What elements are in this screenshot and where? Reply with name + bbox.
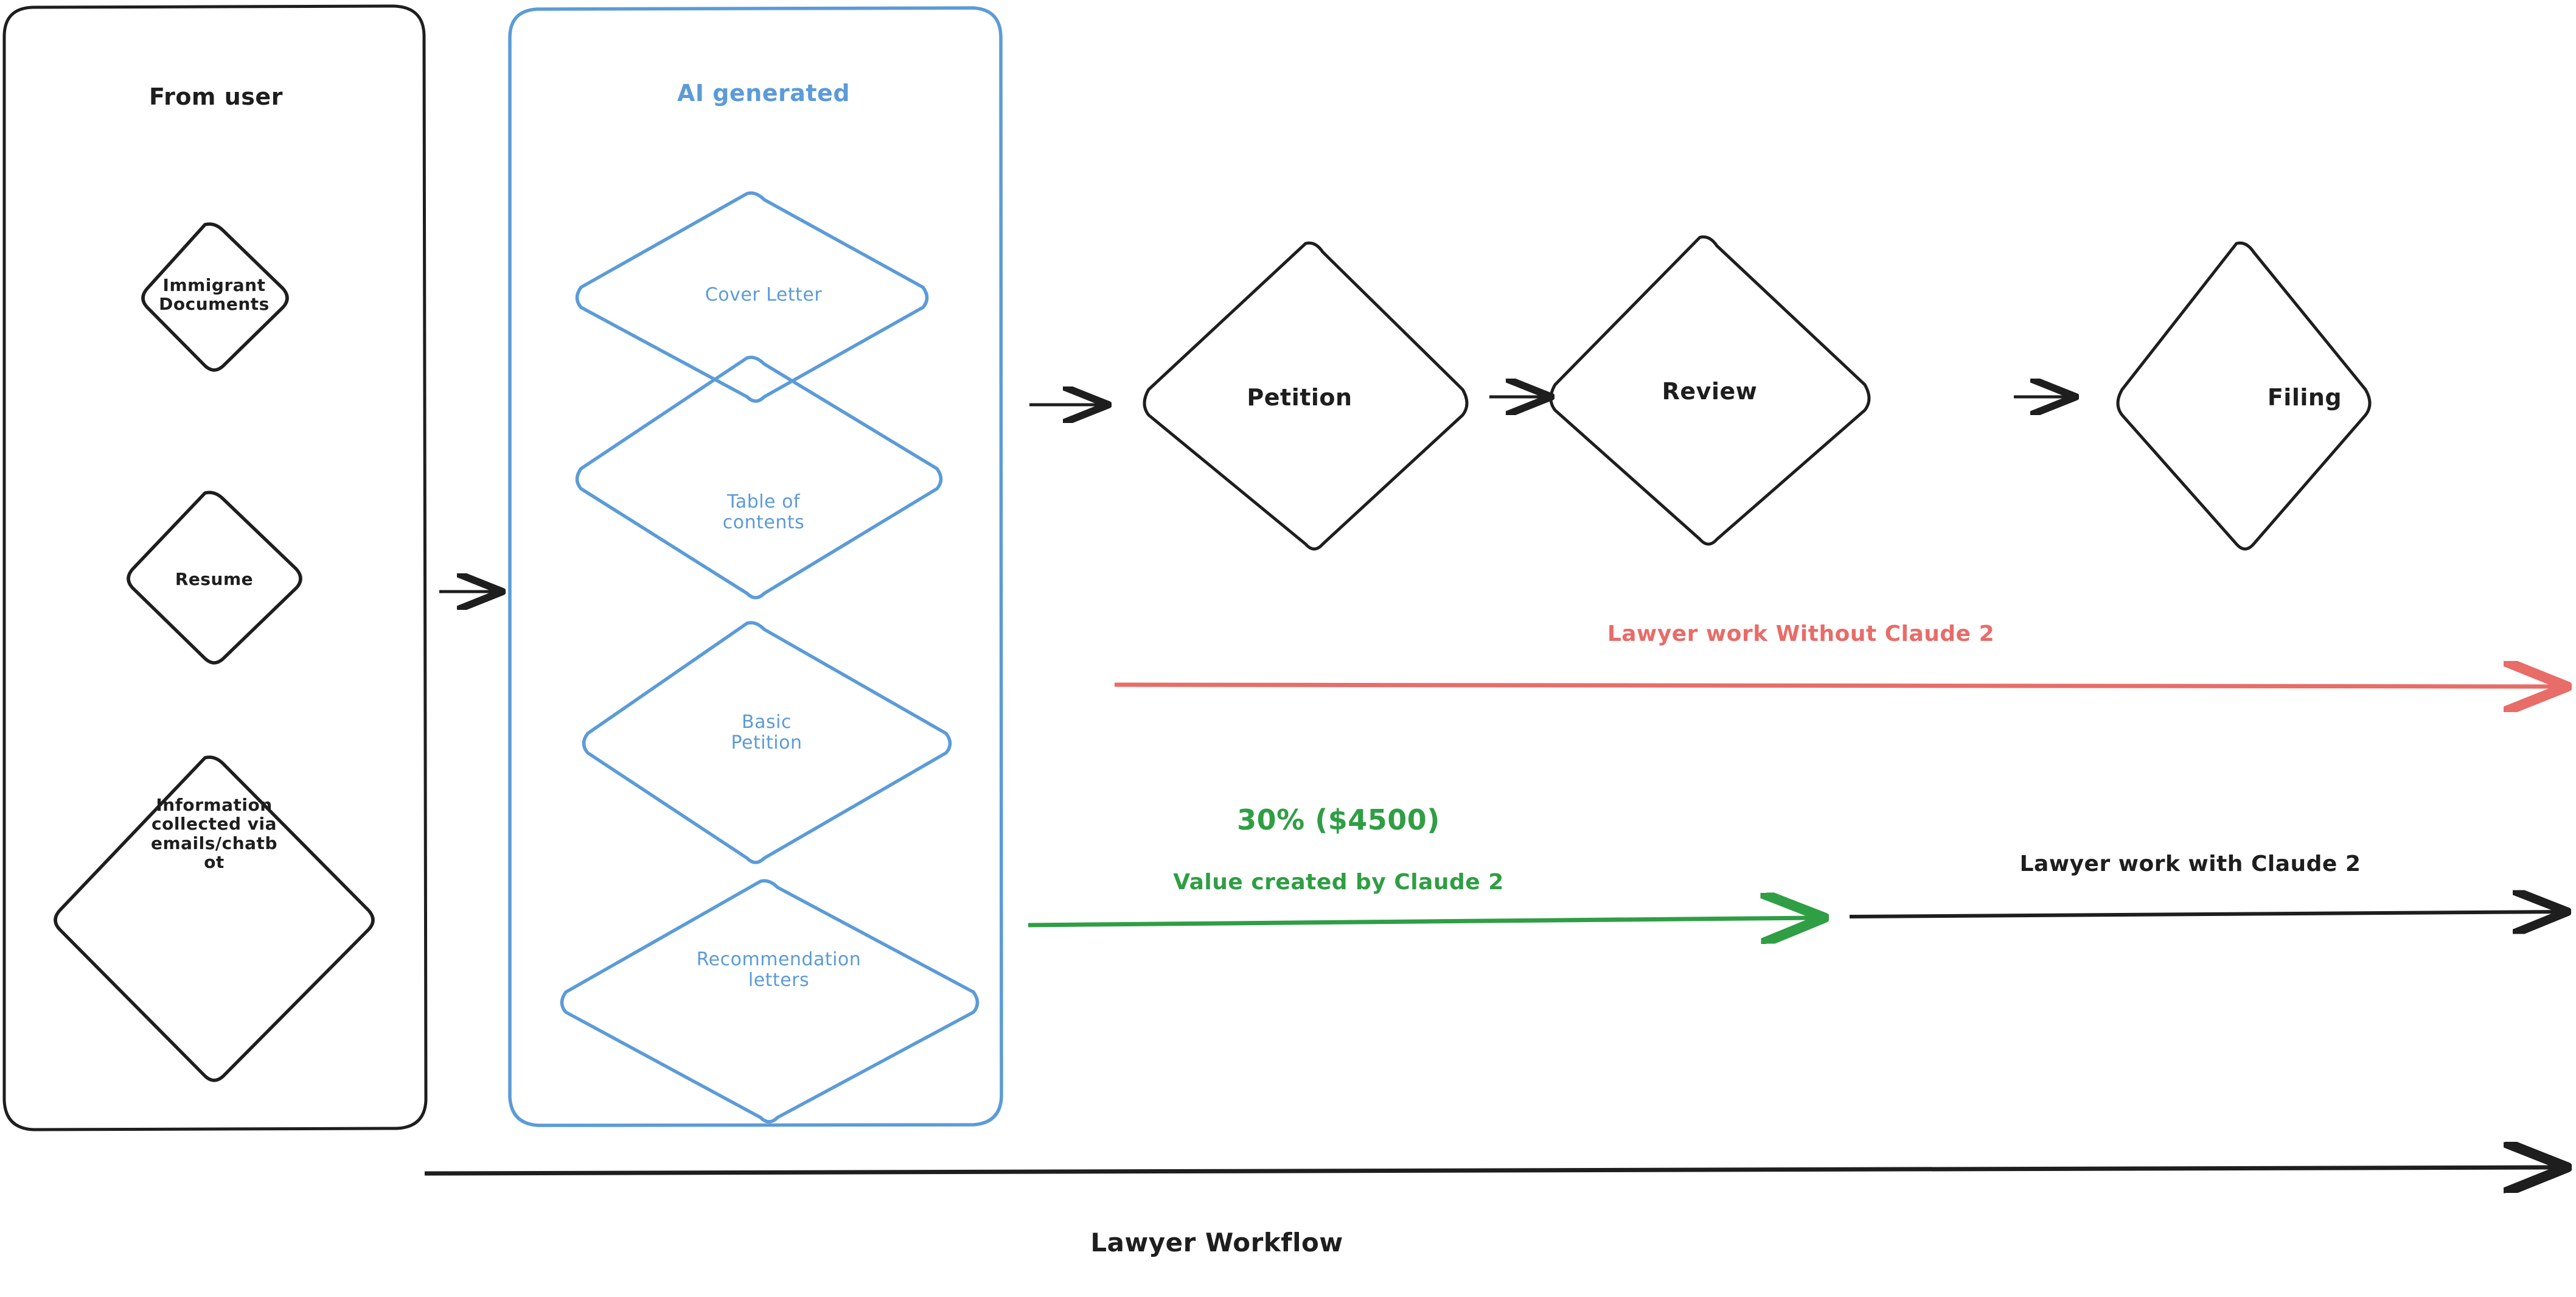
node-shape-cover-letter <box>575 191 929 403</box>
group-title-ai-generated: AI generated <box>677 80 851 107</box>
node-shape-resume <box>127 491 302 665</box>
node-label-immigrant-documents: Immigrant Documents <box>159 275 270 315</box>
annotation-value-caption: Value created by Claude 2 <box>1173 870 1504 895</box>
node-shape-information-collected <box>54 755 375 1082</box>
node-shape-table-of-contents <box>575 355 943 600</box>
node-shape-petition <box>1143 241 1469 551</box>
measure-arrow-lawyer-workflow <box>424 1167 2559 1173</box>
node-label-basic-petition: Basic Petition <box>731 711 802 753</box>
annotation-without-claude: Lawyer work Without Claude 2 <box>1607 621 1995 646</box>
group-box-ai-generated <box>508 6 1003 1127</box>
node-label-cover-letter: Cover Letter <box>705 284 823 306</box>
group-title-from-user: From user <box>149 83 283 110</box>
node-label-recommendation-letters: Recommendation letters <box>696 949 862 991</box>
node-label-table-of-contents: Table of contents <box>722 491 805 533</box>
annotation-value-amount: 30% ($4500) <box>1237 803 1440 836</box>
node-label-information-collected: Information collected via emails/chatb o… <box>150 795 277 873</box>
measure-arrow-with-claude <box>1849 912 2560 917</box>
measure-arrow-without-claude <box>1114 685 2559 687</box>
node-shape-basic-petition <box>582 621 952 864</box>
node-label-review: Review <box>1662 378 1758 405</box>
node-shape-filing <box>2116 241 2372 551</box>
group-box-from-user <box>2 4 428 1131</box>
node-label-filing: Filing <box>2267 384 2342 411</box>
measure-arrow-value-created <box>1028 918 1816 925</box>
node-shape-recommendation-letters <box>560 879 980 1124</box>
axis-label-lawyer-workflow: Lawyer Workflow <box>1090 1228 1343 1257</box>
annotation-with-claude: Lawyer work with Claude 2 <box>2019 851 2361 876</box>
node-label-petition: Petition <box>1247 384 1352 411</box>
node-label-resume: Resume <box>175 569 254 589</box>
node-shape-immigrant-documents <box>141 222 289 372</box>
